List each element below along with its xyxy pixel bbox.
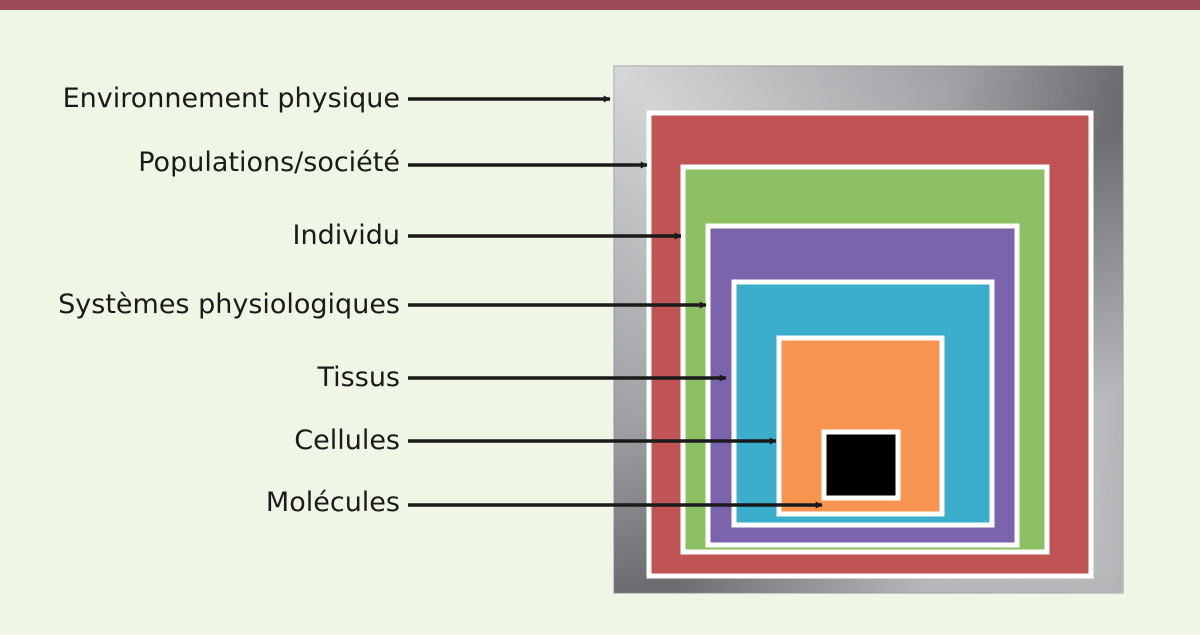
label-individu: Individu (293, 220, 400, 251)
label-populations-societe: Populations/société (138, 147, 400, 178)
label-molecules: Molécules (266, 487, 400, 518)
label-tissus: Tissus (317, 362, 400, 393)
label-cellules: Cellules (294, 425, 400, 456)
square-molecules (821, 429, 901, 501)
label-environnement-physique: Environnement physique (63, 83, 400, 114)
top-banner-bar (0, 0, 1200, 10)
label-systemes-physiologiques: Systèmes physiologiques (58, 289, 400, 320)
